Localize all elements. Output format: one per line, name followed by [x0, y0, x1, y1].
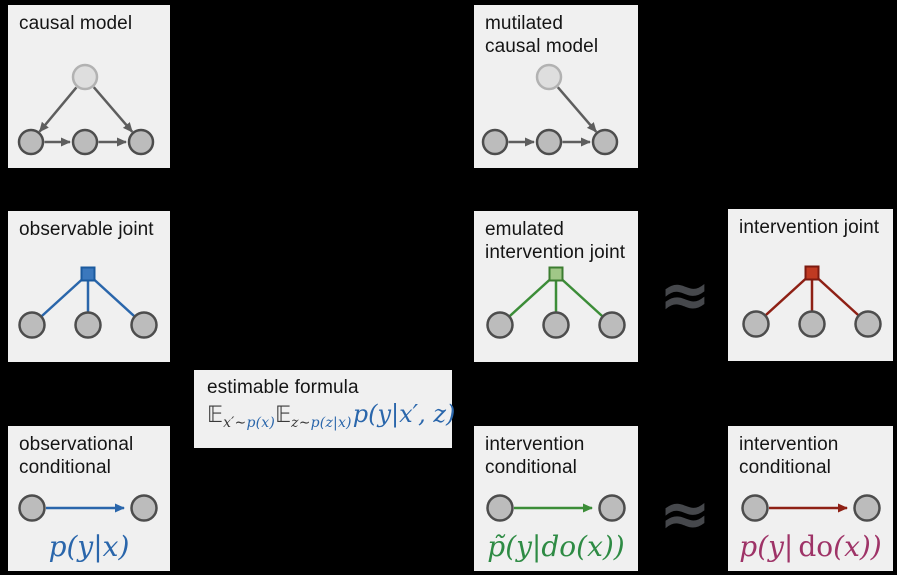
factor-square	[548, 266, 564, 282]
panel-emulated-intervention-conditional: intervention conditional p̃(y|do(x))	[474, 426, 638, 571]
intervention-conditional-graph	[741, 494, 881, 522]
panel-title-text: causal model	[485, 36, 599, 57]
panel-intervention-joint: intervention joint	[728, 209, 893, 361]
conditional-label-post: (x))	[833, 530, 882, 563]
panel-title-text: observational	[19, 434, 134, 455]
panel-intervention-conditional: intervention conditional p(y|do(x))	[728, 426, 893, 571]
observed-node	[71, 128, 99, 156]
panel-title-text: conditional	[19, 457, 111, 478]
approx-glyph: ≈	[659, 477, 711, 550]
panel-emulated-intervention-joint: emulated intervention joint	[474, 211, 638, 362]
panel-title-text: intervention joint	[739, 217, 880, 238]
approx-glyph: ≈	[659, 258, 711, 331]
observed-node	[74, 311, 102, 339]
causal-edge-arrow	[92, 86, 134, 133]
do-operator: do	[798, 530, 834, 563]
observed-node	[798, 310, 826, 338]
panel-estimable-formula: estimable formula 𝔼x′∼p(x)𝔼z∼p(z|x)p(y|x…	[194, 370, 456, 448]
panel-title-text: intervention joint	[485, 242, 626, 263]
conditional-label-text: p̃(y|do(x))	[487, 530, 625, 563]
observed-node	[486, 311, 514, 339]
causal-edge-arrow	[556, 86, 598, 133]
conditional-label-pre: p(y|	[739, 530, 794, 563]
panel-title-text: conditional	[739, 457, 831, 478]
factor-square	[804, 265, 820, 281]
panel-title-text: observable joint	[19, 219, 154, 240]
observed-node	[853, 494, 881, 522]
panel-title: emulated intervention joint	[485, 218, 625, 264]
intervention-joint-graph	[742, 265, 882, 338]
observed-node	[130, 311, 158, 339]
conditional-label: p̃(y|do(x))	[474, 530, 638, 564]
observational-conditional-graph	[18, 494, 158, 522]
observed-node	[741, 494, 769, 522]
formula-main-term: p(y|x′, z)	[352, 400, 456, 428]
observed-node	[18, 494, 46, 522]
panel-title: observable joint	[19, 218, 154, 241]
causal-edge-arrow	[38, 86, 78, 133]
panel-title-text: intervention	[739, 434, 839, 455]
approx-symbol-top: ≈	[650, 260, 720, 330]
observed-node	[742, 310, 770, 338]
panel-title: causal model	[19, 12, 132, 35]
observed-node	[486, 494, 514, 522]
panel-title: mutilated causal model	[485, 12, 598, 58]
panel-title-text: intervention	[485, 434, 585, 455]
panel-title-text: causal model	[19, 13, 133, 34]
formula-subscript: x′∼	[223, 415, 247, 431]
panel-title-text: mutilated	[485, 13, 563, 34]
observed-node	[542, 311, 570, 339]
observed-node	[598, 311, 626, 339]
causal-model-graph	[17, 63, 155, 156]
panel-title: intervention conditional	[485, 433, 584, 479]
observed-node	[854, 310, 882, 338]
observed-node	[130, 494, 158, 522]
observed-node	[18, 311, 46, 339]
approx-symbol-bottom: ≈	[650, 479, 720, 549]
observed-node	[481, 128, 509, 156]
panel-title: intervention joint	[739, 216, 879, 239]
formula-subscript: z∼	[291, 415, 311, 431]
panel-title: intervention conditional	[739, 433, 838, 479]
panel-observable-joint: observable joint	[8, 211, 170, 362]
formula-subscript-dist: p(z|x)	[310, 415, 352, 431]
observed-node	[598, 494, 626, 522]
panel-observational-conditional: observational conditional p(y|x)	[8, 426, 170, 571]
emulated-intervention-conditional-graph	[486, 494, 626, 522]
panel-title-text: emulated	[485, 219, 564, 240]
panel-title-text: estimable formula	[207, 377, 359, 398]
observed-node	[535, 128, 563, 156]
observable-joint-graph	[18, 266, 158, 339]
conditional-label-text: p(y|x)	[48, 530, 130, 563]
panel-title: observational conditional	[19, 433, 133, 479]
observed-node	[17, 128, 45, 156]
panel-title-text: conditional	[485, 457, 577, 478]
observed-node	[127, 128, 155, 156]
factor-square	[80, 266, 96, 282]
conditional-label: p(y|x)	[8, 530, 170, 564]
expectation-symbol: 𝔼	[275, 403, 292, 428]
panel-title: estimable formula	[207, 376, 359, 399]
latent-node	[71, 63, 99, 91]
latent-node	[535, 63, 563, 91]
formula-subscript-dist: p(x)	[246, 415, 276, 431]
conditional-label: p(y|do(x))	[728, 530, 893, 564]
observed-node	[591, 128, 619, 156]
estimable-formula-math: 𝔼x′∼p(x)𝔼z∼p(z|x)p(y|x′, z)	[207, 400, 456, 431]
emulated-intervention-joint-graph	[486, 266, 626, 339]
panel-mutilated-causal-model: mutilated causal model	[474, 5, 638, 168]
mutilated-causal-model-graph	[481, 63, 619, 156]
panel-causal-model: causal model	[8, 5, 170, 168]
expectation-symbol: 𝔼	[207, 403, 224, 428]
